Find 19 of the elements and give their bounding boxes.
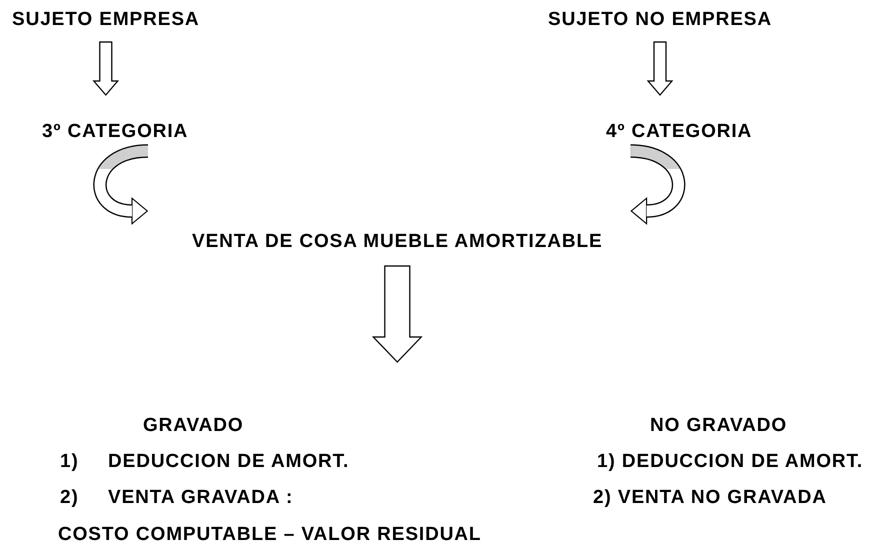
node-text: 3º CATEGORIA (42, 121, 188, 142)
text-label: 2) VENTA NO GRAVADA (593, 487, 827, 508)
text-label: 1) DEDUCCION DE AMORT. (597, 451, 864, 472)
text-label: 2) (60, 487, 79, 508)
text-label: GRAVADO (143, 415, 244, 436)
text-label: NO GRAVADO (650, 415, 788, 436)
node-text: VENTA DE COSA MUEBLE AMORTIZABLE (192, 231, 603, 252)
text-label: VENTA GRAVADA : (108, 487, 294, 508)
block-arrow (92, 41, 120, 96)
block-arrow (646, 41, 674, 96)
curved-arrow (630, 144, 686, 224)
node-text: 4º CATEGORIA (606, 121, 752, 142)
text-label: DEDUCCION DE AMORT. (108, 451, 350, 472)
node-text: SUJETO NO EMPRESA (548, 9, 772, 30)
text-label: COSTO COMPUTABLE – VALOR RESIDUAL (58, 524, 482, 545)
node-text: SUJETO EMPRESA (12, 9, 200, 30)
curved-arrow (93, 144, 149, 224)
block-arrow (372, 265, 423, 363)
text-label: 1) (60, 451, 79, 472)
